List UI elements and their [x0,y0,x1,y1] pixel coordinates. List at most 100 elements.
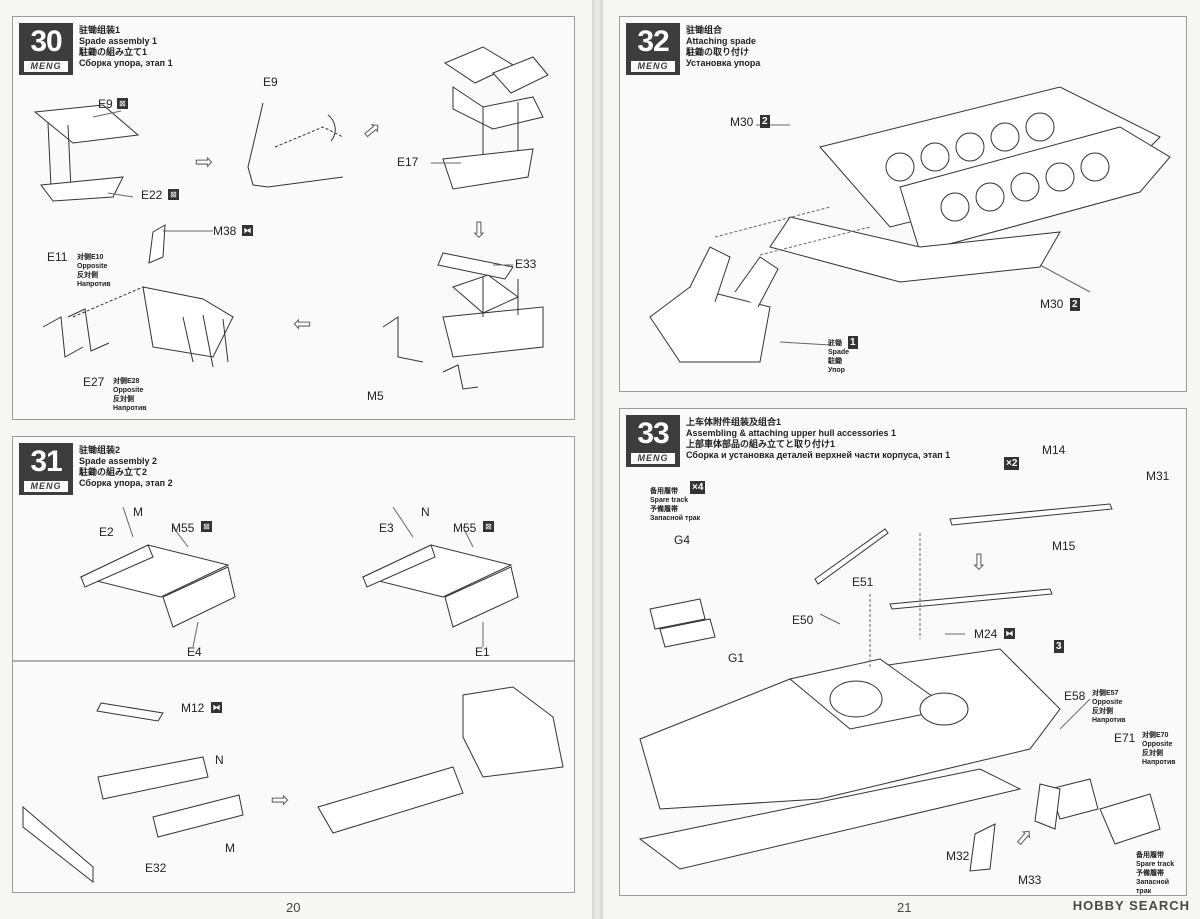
spade-note: 驻锄 Spade 駐鋤 Упор [828,339,849,375]
flow-arrow-icon: ⇨ [967,552,993,572]
paint-count-badge: 3 [1054,640,1064,653]
title-jp: 上部車体部品の組み立てと取り付け1 [686,439,836,449]
left-page: 30 MENG 驻锄组装1 Spade assembly 1 駐鋤の組み立て1 … [0,0,592,919]
step-31-badge: 31 MENG [19,443,73,495]
note-ru: Запасной трак [1136,879,1170,895]
step-31-titles: 驻锄组装2 Spade assembly 2 駐鋤の組み立て2 Сборка у… [79,445,173,489]
part-label: N [215,753,224,767]
step-32-badge: 32 MENG [626,23,680,75]
note-jp: 反対側 [1142,750,1163,757]
part-label: M30 [1040,297,1064,311]
no-glue-icon: ⊠ [168,189,179,200]
note-en: Opposite [77,263,108,270]
title-en: Spade assembly 2 [79,456,158,466]
title-en: Assembling & attaching upper hull access… [686,428,897,438]
step-30-panel: 30 MENG 驻锄组装1 Spade assembly 1 駐鋤の組み立て1 … [12,16,575,420]
watermark: HOBBY SEARCH [1072,898,1190,913]
part-label: E22 [141,188,163,202]
note-ru: Упор [828,367,845,374]
part-label: G4 [674,533,691,547]
book-spine [592,0,603,919]
note-cn: 备用履带 [1136,852,1164,859]
part-label: M31 [1146,469,1170,483]
note-en: Spare track [1136,861,1175,868]
step-32-titles: 驻锄组合 Attaching spade 駐鋤の取り付け Установка у… [686,25,760,69]
part-label: G1 [728,651,745,665]
part-label: E51 [852,575,874,589]
note-en: Opposite [113,387,144,394]
title-ru: Сборка и установка деталей верхней части… [686,450,951,460]
part-label: N [421,505,430,519]
title-jp: 駐鋤の取り付け [686,47,750,57]
title-jp: 駐鋤の組み立て1 [79,47,148,57]
spare-track-note: 备用履带 Spare track 予備履帯 Запасной трак [650,487,700,523]
note-cn: 对侧E70 [1142,732,1169,739]
title-cn: 上车体附件组装及组合1 [686,417,782,427]
part-label: E33 [515,257,537,271]
step-30-diagram [33,46,549,390]
title-ru: Сборка упора, этап 2 [79,478,173,488]
part-label: M14 [1042,443,1066,457]
count-badge: ×4 [690,481,706,494]
part-label: M55 [453,521,477,535]
step-33-badge: 33 MENG [626,415,680,467]
title-cn: 驻锄组合 [686,25,723,35]
brand-logo: MENG [24,61,68,72]
count-badge: 2 [1070,298,1080,311]
part-label: M30 [730,115,754,129]
part-label: E2 [99,525,114,539]
part-label: E9 [263,75,278,89]
note-en: Opposite [1142,741,1173,748]
note-cn: 对侧E28 [113,378,140,385]
page-number: 21 [897,900,912,915]
step-30-badge: 30 MENG [19,23,73,75]
step-number: 31 [30,445,62,478]
part-label: E58 [1064,689,1086,703]
part-label: E27 [83,375,105,389]
flow-arrow-icon: ⇨ [195,149,214,174]
note-cn: 对侧E10 [77,254,104,261]
flow-arrow-icon: ⇦ [293,311,312,336]
note-jp: 反対側 [1092,708,1113,715]
count-badge: 2 [760,115,770,128]
opposite-note: 对侧E70 Opposite 反対側 Напротив [1142,731,1176,767]
note-ru: Напротив [113,405,147,412]
brand-logo: MENG [631,61,675,72]
part-label: M55 [171,521,195,535]
right-page: 32 MENG 驻锄组合 Attaching spade 駐鋤の取り付け Уст… [603,0,1200,919]
no-glue-icon: ⊠ [117,98,128,109]
part-label: E71 [1114,731,1136,745]
step-31-diagram [13,506,574,884]
note-jp: 駐鋤 [828,358,842,365]
page-number: 20 [286,900,301,915]
title-cn: 驻锄组装1 [79,25,121,35]
opposite-note: 对侧E10 Opposite 反対側 Напротив [77,253,111,289]
note-jp: 反対側 [113,396,134,403]
opposite-note: 对侧E57 Opposite 反対側 Напротив [1092,689,1126,725]
no-glue-icon: ⊠ [483,521,494,532]
glue-icon: ⧓ [211,702,222,713]
note-cn: 备用履带 [650,488,678,495]
count-badge: 1 [848,336,858,349]
part-label: M5 [367,389,384,403]
note-jp: 予備履帯 [650,506,678,513]
part-label: E1 [475,645,490,659]
part-label: E3 [379,521,394,535]
note-jp: 予備履帯 [1136,870,1164,877]
title-cn: 驻锄组装2 [79,445,121,455]
part-label: E4 [187,645,202,659]
part-label: M15 [1052,539,1076,553]
note-ru: Напротив [1142,759,1176,766]
title-ru: Сборка упора, этап 1 [79,58,173,68]
step-33-diagram [638,503,1161,872]
step-32-panel: 32 MENG 驻锄组合 Attaching spade 駐鋤の取り付け Уст… [619,16,1187,392]
step-30-titles: 驻锄组装1 Spade assembly 1 駐鋤の組み立て1 Сборка у… [79,25,173,69]
note-en: Spare track [650,497,689,504]
brand-logo: MENG [24,481,68,492]
part-label: E9 [98,97,113,111]
part-label: E50 [792,613,814,627]
part-label: M38 [213,224,237,238]
note-en: Opposite [1092,699,1123,706]
brand-logo: MENG [631,453,675,464]
part-label: M [133,505,143,519]
